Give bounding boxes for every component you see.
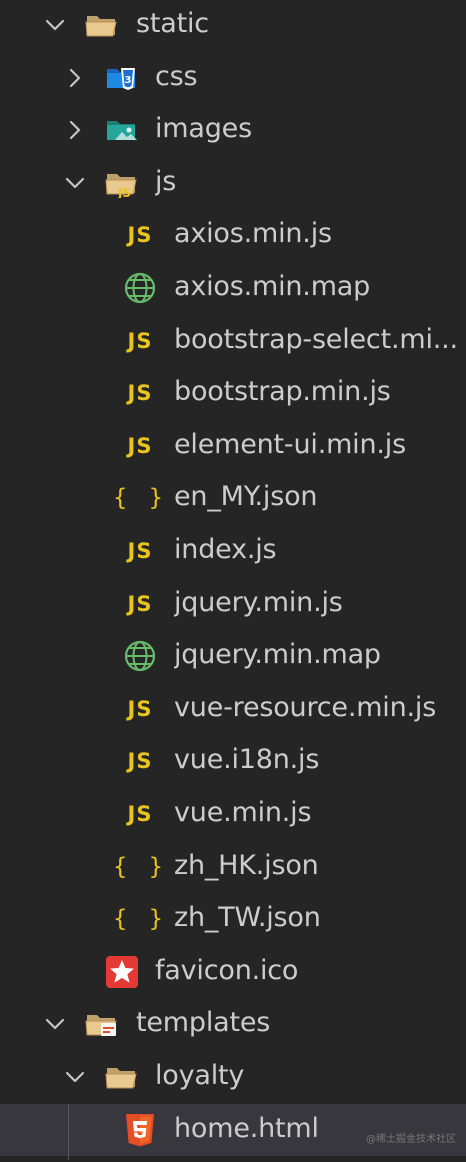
- css-folder-icon: 3: [104, 60, 140, 96]
- js-badge: JS: [127, 802, 153, 826]
- item-label: vue-resource.min.js: [174, 691, 437, 723]
- item-label: static: [136, 8, 209, 39]
- file-row-vue-i18n-js[interactable]: JS vue.i18n.js: [0, 735, 466, 787]
- json-badge: { }: [113, 485, 167, 512]
- item-label: favicon.ico: [155, 954, 299, 986]
- watermark: @稀土掘金技术社区: [366, 1134, 456, 1145]
- javascript-file-icon: JS: [122, 428, 158, 464]
- js-badge: JS: [127, 696, 153, 721]
- item-label: templates: [136, 1007, 271, 1039]
- globe-icon: [122, 638, 158, 674]
- file-row-jquery-min-js[interactable]: JS jquery.min.js: [0, 578, 466, 630]
- chevron-down-icon[interactable]: [42, 1011, 68, 1037]
- chevron-down-icon[interactable]: [42, 12, 68, 38]
- item-label: element-ui.min.js: [174, 428, 406, 460]
- json-file-icon: { }: [113, 480, 163, 516]
- item-label: bootstrap-select.mi...: [174, 323, 458, 355]
- javascript-file-icon: JS: [122, 743, 158, 779]
- file-row-vue-min-js[interactable]: JS vue.min.js: [0, 788, 466, 840]
- folder-row-templates[interactable]: templates: [0, 998, 466, 1050]
- folder-row-loyalty[interactable]: loyalty: [0, 1051, 466, 1103]
- json-file-icon: { }: [113, 849, 163, 885]
- file-row-index-js[interactable]: JS index.js: [0, 525, 466, 577]
- folder-row-js[interactable]: JS js: [0, 157, 466, 209]
- folder-row-static[interactable]: static: [0, 0, 466, 51]
- item-label: loyalty: [155, 1060, 245, 1091]
- file-row-vue-resource-min-js[interactable]: JS vue-resource.min.js: [0, 683, 466, 735]
- html5-icon: [122, 1112, 158, 1148]
- javascript-file-icon: JS: [122, 375, 158, 411]
- json-badge: { }: [113, 853, 167, 880]
- javascript-file-icon: JS: [122, 796, 158, 832]
- js-badge: JS: [127, 433, 153, 458]
- json-file-icon: { }: [113, 901, 163, 937]
- folder-open-icon: [84, 7, 120, 43]
- js-badge: JS: [127, 749, 153, 774]
- file-row-bootstrap-select-mi[interactable]: JS bootstrap-select.mi...: [0, 315, 466, 367]
- item-label: zh_TW.json: [174, 902, 321, 934]
- file-row-favicon-ico[interactable]: favicon.ico: [0, 946, 466, 998]
- item-label: css: [155, 60, 198, 92]
- folder-open-icon: [104, 1059, 140, 1095]
- js-badge: JS: [127, 223, 153, 248]
- item-label: index.js: [174, 534, 277, 565]
- javascript-file-icon: JS: [122, 323, 158, 359]
- file-row-element-ui-min-js[interactable]: JS element-ui.min.js: [0, 420, 466, 472]
- item-label: home.html: [174, 1112, 319, 1144]
- item-label: js: [155, 165, 177, 197]
- item-label: zh_HK.json: [174, 849, 319, 881]
- js-badge: JS: [127, 328, 153, 353]
- svg-text:JS: JS: [117, 186, 131, 198]
- json-badge: { }: [113, 906, 167, 933]
- chevron-down-icon[interactable]: [62, 170, 88, 196]
- templates-folder-icon: [84, 1006, 120, 1042]
- item-label: vue.min.js: [174, 797, 312, 828]
- chevron-down-icon[interactable]: [62, 1064, 88, 1090]
- item-label: jquery.min.map: [174, 639, 381, 671]
- js-badge: JS: [127, 381, 153, 406]
- item-label: images: [155, 113, 252, 145]
- item-label: axios.min.map: [174, 271, 371, 302]
- js-badge: JS: [127, 539, 153, 563]
- file-row-zh-tw-json[interactable]: { } zh_TW.json: [0, 893, 466, 945]
- javascript-file-icon: JS: [122, 217, 158, 253]
- item-label: vue.i18n.js: [174, 744, 320, 776]
- item-label: jquery.min.js: [174, 586, 343, 618]
- javascript-file-icon: JS: [122, 586, 158, 622]
- js-badge: JS: [127, 591, 153, 616]
- file-row-en-my-json[interactable]: { } en_MY.json: [0, 472, 466, 524]
- svg-text:3: 3: [125, 75, 132, 86]
- chevron-right-icon[interactable]: [62, 65, 88, 91]
- item-label: axios.min.js: [174, 218, 332, 250]
- indent-guide: [68, 1103, 69, 1161]
- js-folder-icon: JS: [104, 165, 140, 201]
- file-row-axios-min-map[interactable]: axios.min.map: [0, 262, 466, 314]
- images-folder-icon: [104, 112, 140, 148]
- file-row-bootstrap-min-js[interactable]: JS bootstrap.min.js: [0, 367, 466, 419]
- star-icon: [104, 954, 140, 990]
- folder-row-images[interactable]: images: [0, 104, 466, 156]
- file-row-axios-min-js[interactable]: JS axios.min.js: [0, 209, 466, 261]
- globe-icon: [122, 270, 158, 306]
- javascript-file-icon: JS: [122, 691, 158, 727]
- folder-row-css[interactable]: 3 css: [0, 52, 466, 104]
- file-row-zh-hk-json[interactable]: { } zh_HK.json: [0, 841, 466, 893]
- item-label: bootstrap.min.js: [174, 376, 391, 408]
- javascript-file-icon: JS: [122, 533, 158, 569]
- item-label: en_MY.json: [174, 481, 318, 513]
- chevron-right-icon[interactable]: [62, 117, 88, 143]
- file-row-jquery-min-map[interactable]: jquery.min.map: [0, 630, 466, 682]
- file-row-home-html[interactable]: home.html: [0, 1103, 466, 1156]
